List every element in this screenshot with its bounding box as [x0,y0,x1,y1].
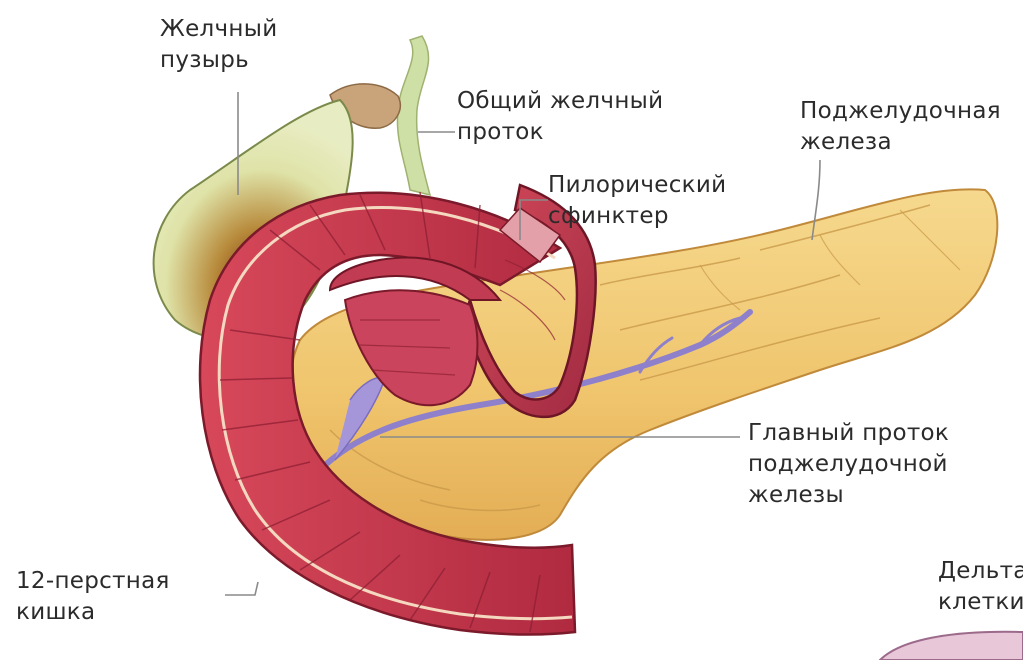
label-gallbladder: Желчный пузырь [160,14,277,76]
label-main-pancreatic-duct: Главный проток поджелудочной железы [748,418,949,511]
label-common-bile-duct: Общий желчный проток [457,86,663,148]
label-duodenum: 12-перстная кишка [16,566,170,628]
label-pyloric-sphincter: Пилорический сфинктер [548,170,726,232]
leader-duodenum [225,582,258,595]
label-pancreas: Поджелудочная железа [800,96,1001,158]
delta-cells [880,632,1023,660]
label-delta-cells: Дельта- клетки [938,556,1023,618]
